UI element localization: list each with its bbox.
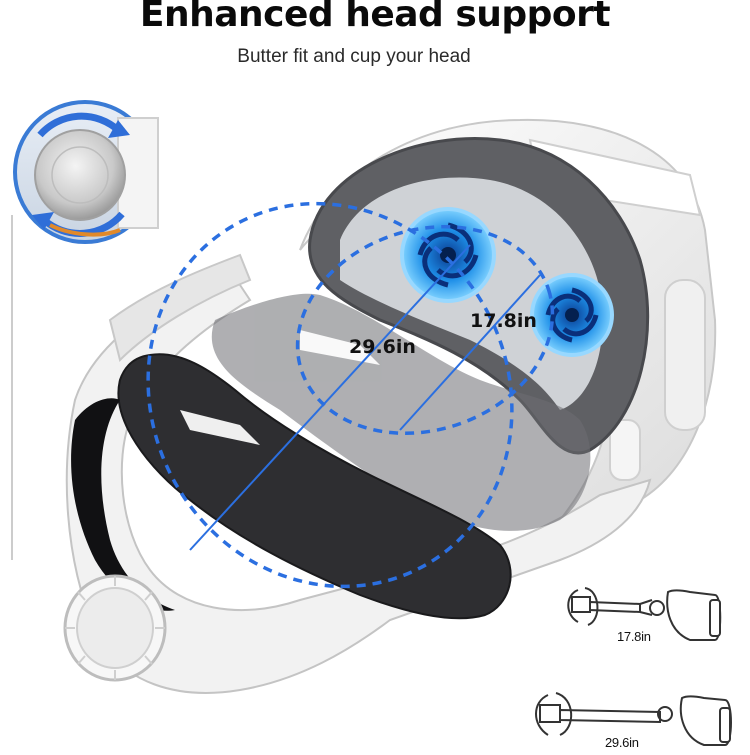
diameter-lines <box>189 244 541 551</box>
rotation-arrows-icon <box>37 112 121 138</box>
outer-diameter-ellipse <box>146 201 514 589</box>
page-title: Enhanced head support <box>139 0 611 35</box>
adjustment-knob-icon <box>34 129 126 221</box>
knob-detail-inset <box>13 100 159 244</box>
page-subtitle: Butter fit and cup your head <box>237 46 471 67</box>
measurement-overlay <box>146 201 555 589</box>
inner-diameter-ellipse <box>295 225 555 435</box>
inner-diameter-label: 17.8in <box>470 310 537 332</box>
extended-length-label: 29.6in <box>605 735 639 750</box>
extended-length-diagram <box>535 692 732 746</box>
main-diameter-label: 29.6in <box>349 336 416 358</box>
adjustment-dial <box>63 574 167 682</box>
extended-strap-ghost <box>211 293 591 531</box>
compact-length-diagram <box>567 587 722 641</box>
compact-strap <box>71 353 512 620</box>
compact-length-label: 17.8in <box>617 629 651 644</box>
